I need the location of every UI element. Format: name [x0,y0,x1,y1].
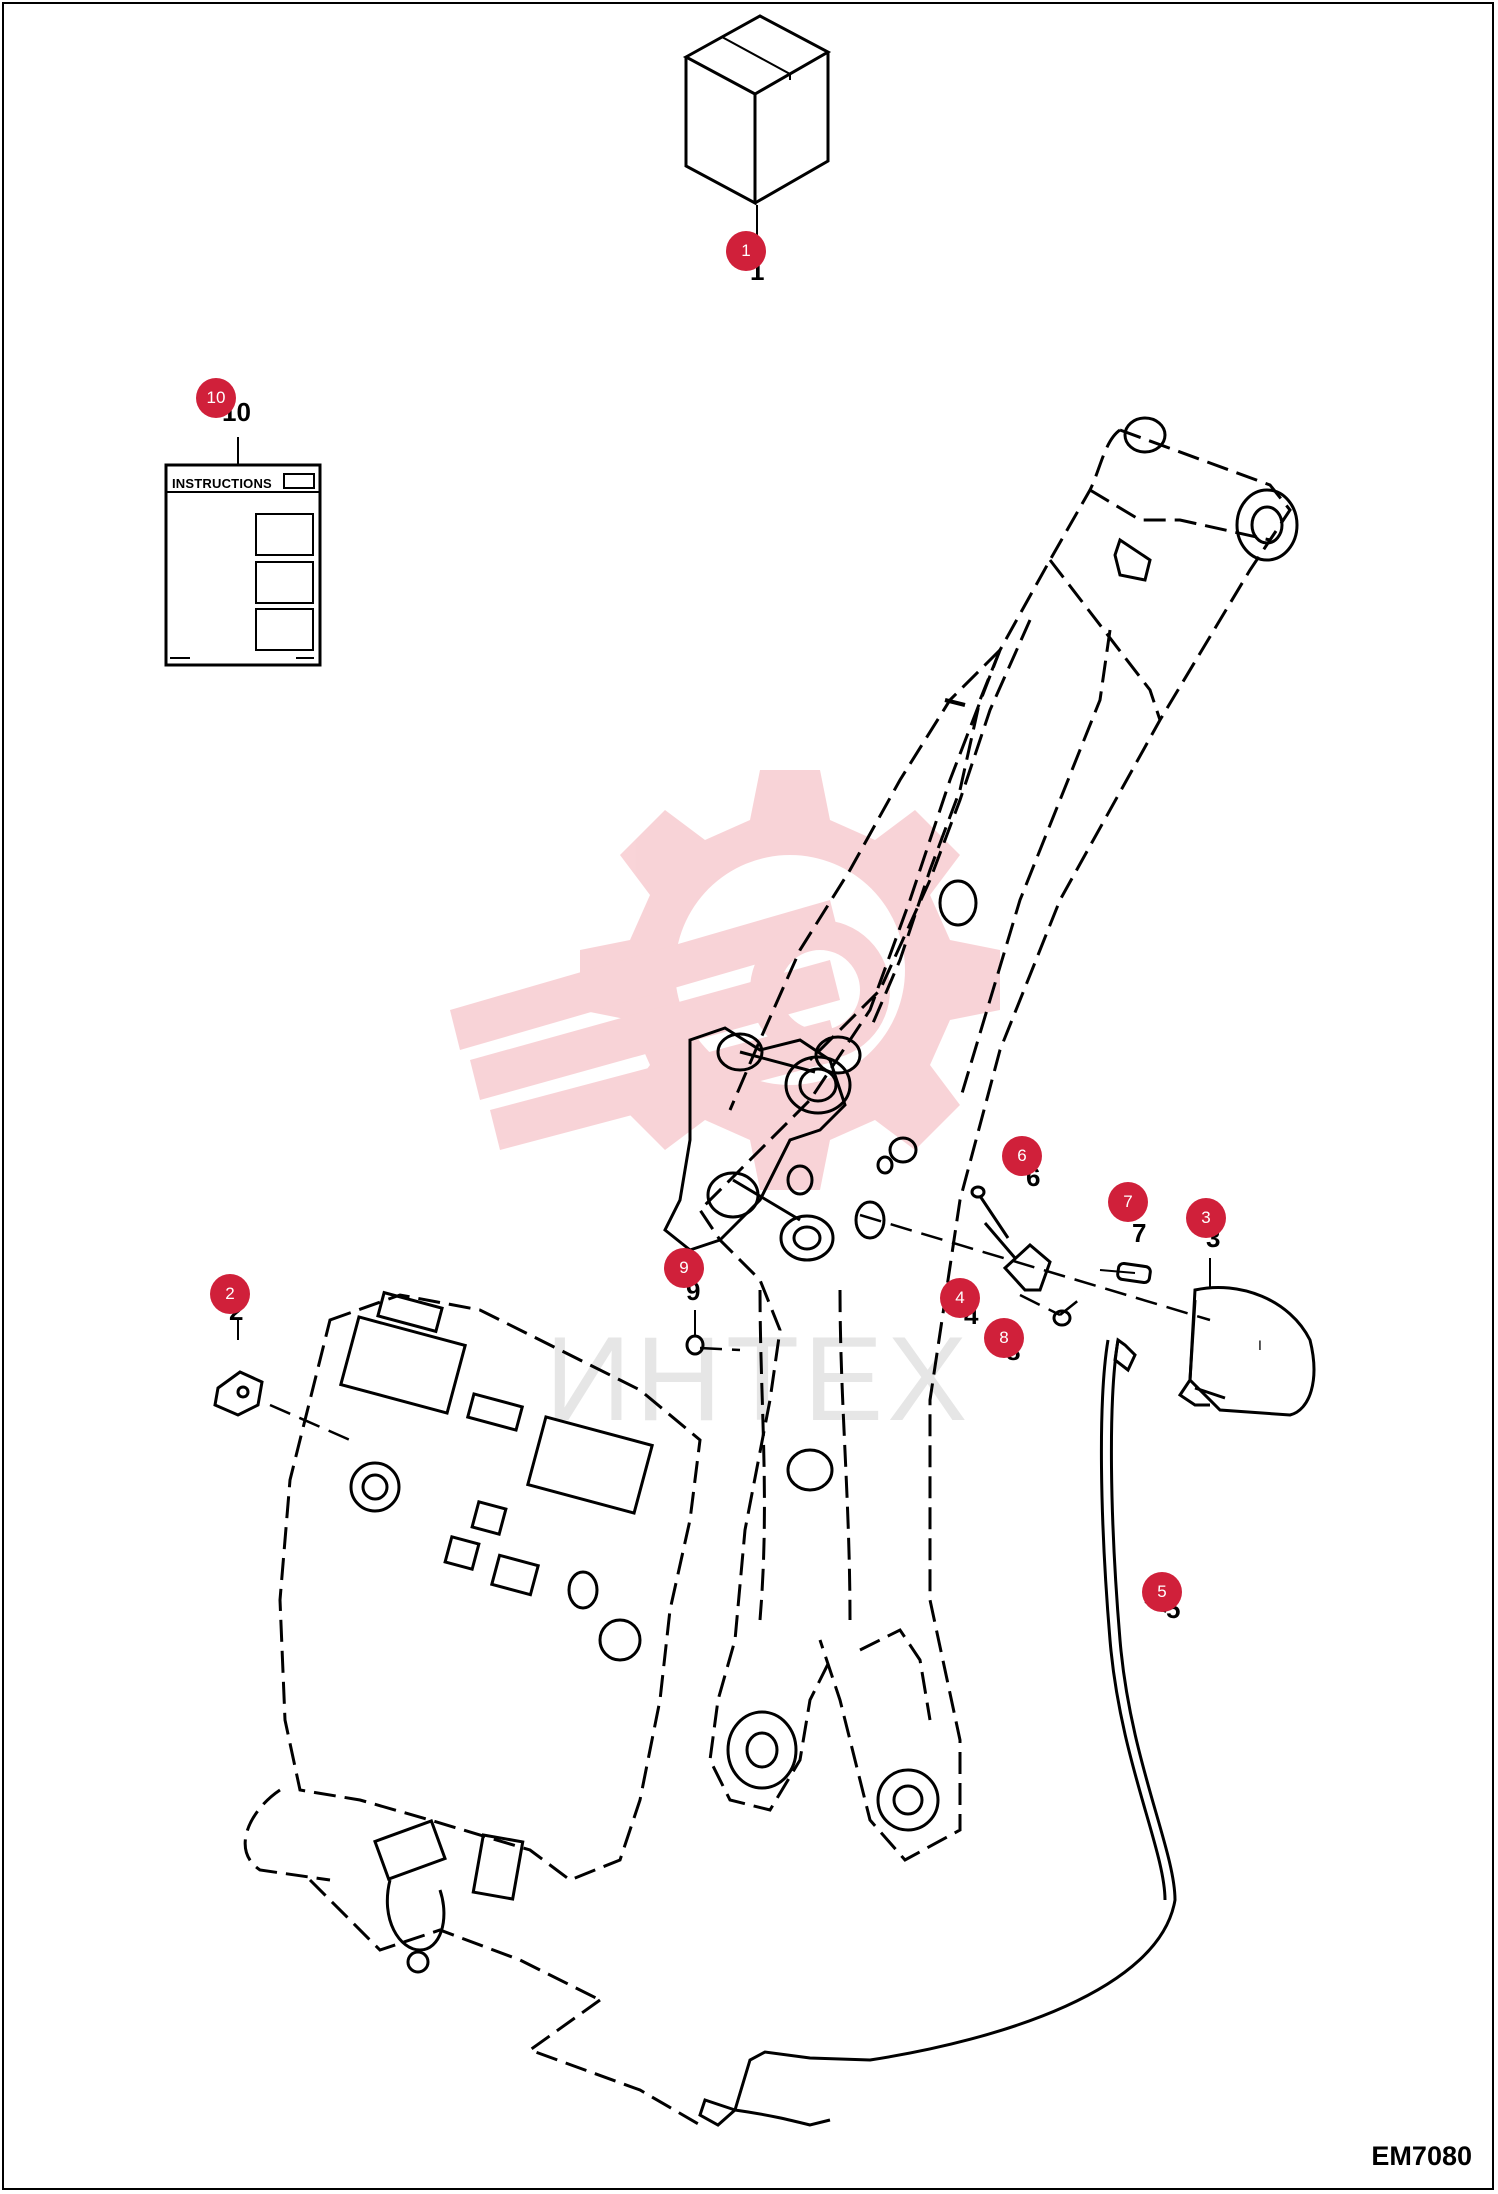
callout-2[interactable]: 2 [210,1274,250,1314]
callout-4[interactable]: 4 [940,1278,980,1318]
part-3-work-light: I [1177,1258,1316,1417]
instructions-label: INSTRUCTIONS [172,476,272,491]
bracket-assembly [663,698,966,1262]
callout-1[interactable]: 1 [726,231,766,271]
wiring-harness [373,1819,447,1974]
callout-number: 5 [1157,1582,1167,1601]
assembly-lines [269,1213,1211,1442]
part-5-cable [698,1337,1177,2127]
part-9-nut [685,1310,705,1356]
svg-text:I: I [1258,1337,1262,1353]
part-6-bolt [970,1185,1010,1239]
part-7-bolt [1116,1261,1152,1285]
control-panel [243,1293,702,2127]
callout-number: 2 [225,1284,235,1303]
printed-number-7: 7 [1132,1218,1147,1248]
callout-8[interactable]: 8 [984,1318,1024,1358]
watermark-text: ИНТЕХ [545,1312,972,1446]
callout-7[interactable]: 7 [1108,1182,1148,1222]
control-panel-components [338,1290,655,1901]
watermark-gear-logo [450,770,1000,1190]
callout-number: 10 [206,388,226,407]
callout-number: 3 [1201,1208,1211,1227]
callout-number: 8 [999,1328,1009,1347]
boom-pins [726,416,1299,1832]
callout-number: 9 [679,1258,689,1277]
callout-number: 1 [741,241,751,260]
callout-number: 7 [1123,1192,1133,1211]
callout-10[interactable]: 10 [196,378,236,418]
callout-number: 6 [1017,1146,1027,1165]
callout-5[interactable]: 5 [1142,1572,1182,1612]
callout-9[interactable]: 9 [664,1248,704,1288]
callout-3[interactable]: 3 [1186,1198,1226,1238]
diagram-id: EM7080 [1371,2141,1472,2171]
part-10-instructions [164,437,322,667]
part-2-switch [213,1318,264,1417]
boom-arm [698,428,1292,1862]
callout-6[interactable]: 6 [1002,1136,1042,1176]
callout-number: 4 [955,1288,965,1307]
